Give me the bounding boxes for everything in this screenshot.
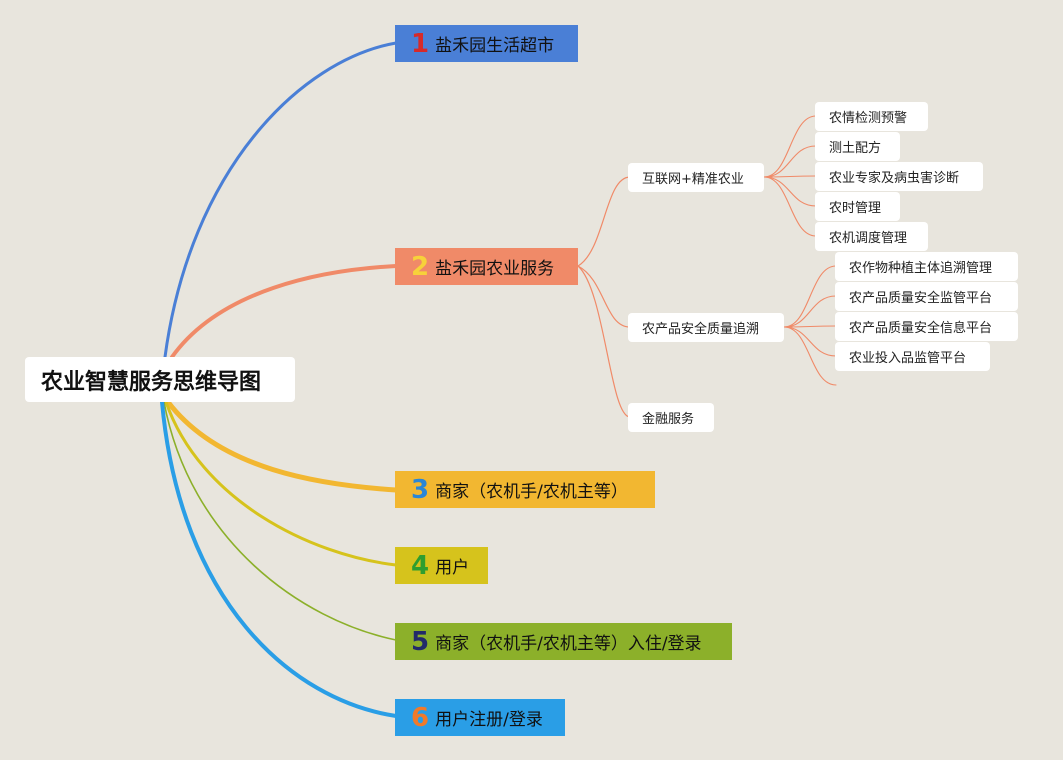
root-topic[interactable]: 农业智慧服务思维导图 — [25, 357, 295, 402]
edge-precision-leaf-2 — [763, 145, 817, 178]
edge-trace-leaf-5 — [783, 326, 837, 386]
branch-1[interactable]: 1 盐禾园生活超市 — [395, 25, 578, 62]
edge-trace-leaf-4 — [783, 326, 837, 357]
edge-root-branch-6 — [160, 400, 398, 718]
leaf-item[interactable]: 农产品质量安全信息平台 — [835, 312, 1018, 341]
branch-number-1: 1 — [411, 28, 430, 59]
edge-root-branch-1 — [163, 41, 398, 359]
leaf-item[interactable]: 农业专家及病虫害诊断 — [815, 162, 983, 191]
edge-root-branch-3 — [165, 399, 399, 493]
branch-number-5: 5 — [411, 626, 430, 657]
subtopic-traceability[interactable]: 农产品安全质量追溯 — [628, 313, 784, 342]
edge-root-branch-4 — [164, 400, 398, 567]
subtopic-precision-agriculture[interactable]: 互联网+精准农业 — [628, 163, 764, 192]
edge-precision-leaf-3 — [763, 175, 817, 178]
edge-precision-leaf-5 — [763, 176, 817, 237]
edge-trace-leaf-3 — [783, 325, 837, 328]
branch-5[interactable]: 5 商家（农机手/农机主等）入住/登录 — [395, 623, 732, 660]
leaf-item[interactable]: 农机调度管理 — [815, 222, 928, 251]
branch-label-2: 盐禾园农业服务 — [435, 259, 555, 279]
leaf-item[interactable]: 农业投入品监管平台 — [835, 342, 990, 371]
edge-service-trace — [577, 265, 631, 328]
branch-label-1: 盐禾园生活超市 — [435, 36, 555, 56]
leaf-item[interactable]: 农情检测预警 — [815, 102, 928, 131]
branch-2[interactable]: 2 盐禾园农业服务 — [395, 248, 578, 285]
branch-4[interactable]: 4 用户 — [395, 547, 488, 584]
branch-number-3: 3 — [411, 474, 430, 505]
leaf-item[interactable]: 农时管理 — [815, 192, 900, 221]
leaf-item[interactable]: 农产品质量安全监管平台 — [835, 282, 1018, 311]
branch-number-2: 2 — [411, 251, 430, 282]
branch-number-6: 6 — [411, 702, 430, 733]
edge-trace-leaf-1 — [783, 265, 837, 328]
subtopic-finance[interactable]: 金融服务 — [628, 403, 714, 432]
edge-precision-leaf-1 — [763, 115, 817, 178]
leaf-item[interactable]: 农作物种植主体追溯管理 — [835, 252, 1018, 281]
edge-trace-leaf-2 — [783, 295, 837, 328]
branch-label-3: 商家（农机手/农机主等） — [435, 482, 628, 502]
branch-3[interactable]: 3 商家（农机手/农机主等） — [395, 471, 655, 508]
edge-precision-leaf-4 — [763, 176, 817, 207]
branch-6[interactable]: 6 用户注册/登录 — [395, 699, 565, 736]
edge-service-precision — [577, 176, 631, 267]
edge-root-branch-2 — [170, 264, 398, 359]
edge-root-branch-5 — [163, 401, 397, 641]
branch-label-5: 商家（农机手/农机主等）入住/登录 — [435, 634, 702, 654]
branch-number-4: 4 — [411, 550, 430, 581]
branch-label-6: 用户注册/登录 — [435, 710, 543, 730]
edge-service-finance — [577, 265, 631, 418]
leaf-item[interactable]: 测土配方 — [815, 132, 900, 161]
branch-label-4: 用户 — [435, 558, 470, 578]
